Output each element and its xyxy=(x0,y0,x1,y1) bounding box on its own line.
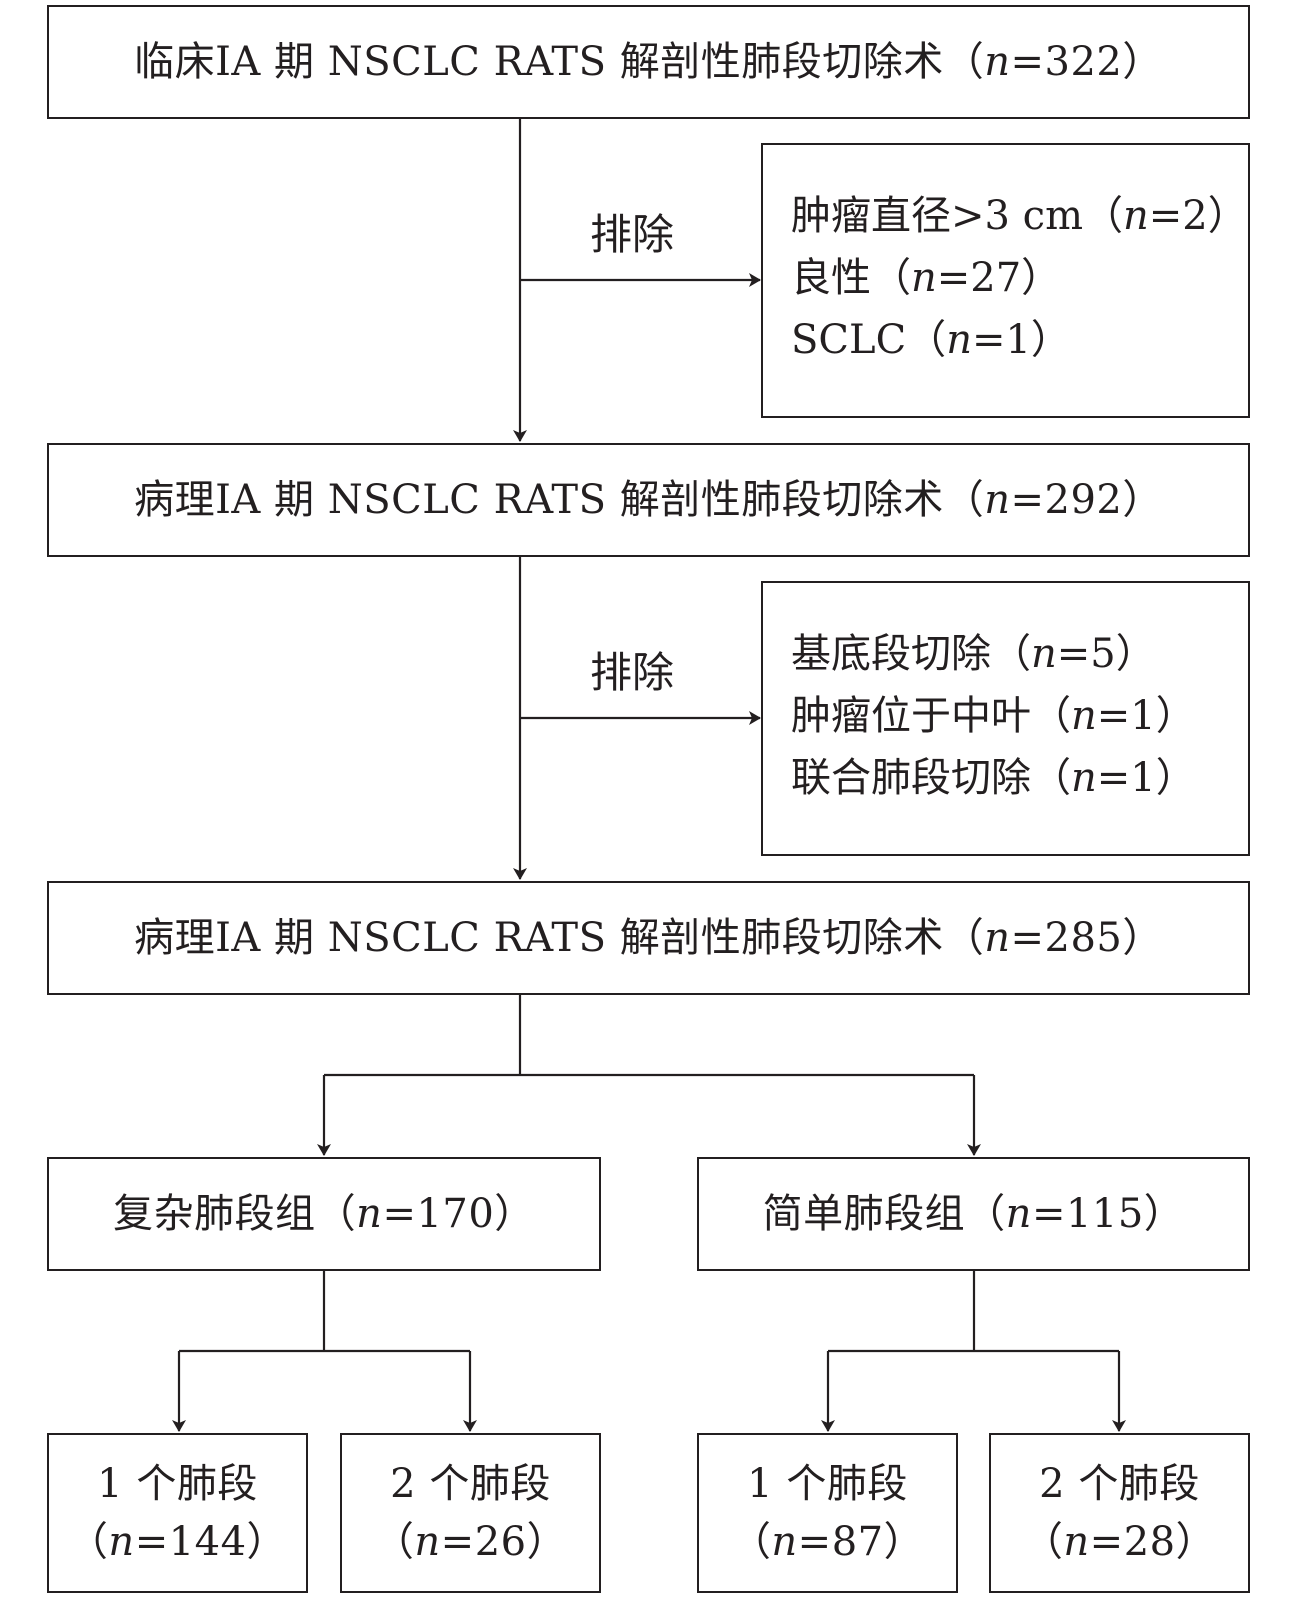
simple-2-segment-box: 2 个肺段 （n=28） xyxy=(989,1433,1250,1593)
complex-group-text: 复杂肺段组（n=170） xyxy=(113,1191,535,1237)
clinical-stage-box: 临床ⅠA 期 NSCLC RATS 解剖性肺段切除术（n=322） xyxy=(47,5,1250,119)
clinical-stage-text: 临床ⅠA 期 NSCLC RATS 解剖性肺段切除术（n=322） xyxy=(134,39,1163,85)
segment-count-title: 1 个肺段 xyxy=(747,1461,908,1507)
exclusion-item: 肿瘤直径>3 cm（n=2） xyxy=(791,193,1248,239)
simple-group-text: 简单肺段组（n=115） xyxy=(762,1191,1185,1237)
pathological-stage-text-1: 病理ⅠA 期 NSCLC RATS 解剖性肺段切除术（n=292） xyxy=(134,477,1163,523)
pathological-stage-box-1: 病理ⅠA 期 NSCLC RATS 解剖性肺段切除术（n=292） xyxy=(47,443,1250,557)
exclude-label-1: 排除 xyxy=(590,210,675,259)
pathological-stage-box-2: 病理ⅠA 期 NSCLC RATS 解剖性肺段切除术（n=285） xyxy=(47,881,1250,995)
complex-2-segment-box: 2 个肺段 （n=26） xyxy=(340,1433,601,1593)
segment-count-n: （n=28） xyxy=(1022,1519,1217,1565)
exclusion-box-1: 肿瘤直径>3 cm（n=2） 良性（n=27） SCLC（n=1） xyxy=(761,143,1250,418)
complex-segment-group-box: 复杂肺段组（n=170） xyxy=(47,1157,601,1271)
exclusion-item: 良性（n=27） xyxy=(791,255,1062,301)
segment-count-n: （n=144） xyxy=(67,1519,288,1565)
exclude-label-2: 排除 xyxy=(590,648,675,697)
exclusion-box-2: 基底段切除（n=5） 肿瘤位于中叶（n=1） 联合肺段切除（n=1） xyxy=(761,581,1250,856)
exclusion-item: 基底段切除（n=5） xyxy=(791,631,1156,677)
exclusion-item: 联合肺段切除（n=1） xyxy=(791,755,1196,801)
segment-count-title: 2 个肺段 xyxy=(390,1461,551,1507)
simple-segment-group-box: 简单肺段组（n=115） xyxy=(697,1157,1250,1271)
segment-count-n: （n=87） xyxy=(730,1519,925,1565)
exclusion-item: SCLC（n=1） xyxy=(791,317,1071,363)
segment-count-title: 1 个肺段 xyxy=(97,1461,258,1507)
segment-count-title: 2 个肺段 xyxy=(1039,1461,1200,1507)
simple-1-segment-box: 1 个肺段 （n=87） xyxy=(697,1433,958,1593)
segment-count-n: （n=26） xyxy=(373,1519,568,1565)
pathological-stage-text-2: 病理ⅠA 期 NSCLC RATS 解剖性肺段切除术（n=285） xyxy=(134,915,1163,961)
exclusion-item: 肿瘤位于中叶（n=1） xyxy=(791,693,1196,739)
complex-1-segment-box: 1 个肺段 （n=144） xyxy=(47,1433,308,1593)
